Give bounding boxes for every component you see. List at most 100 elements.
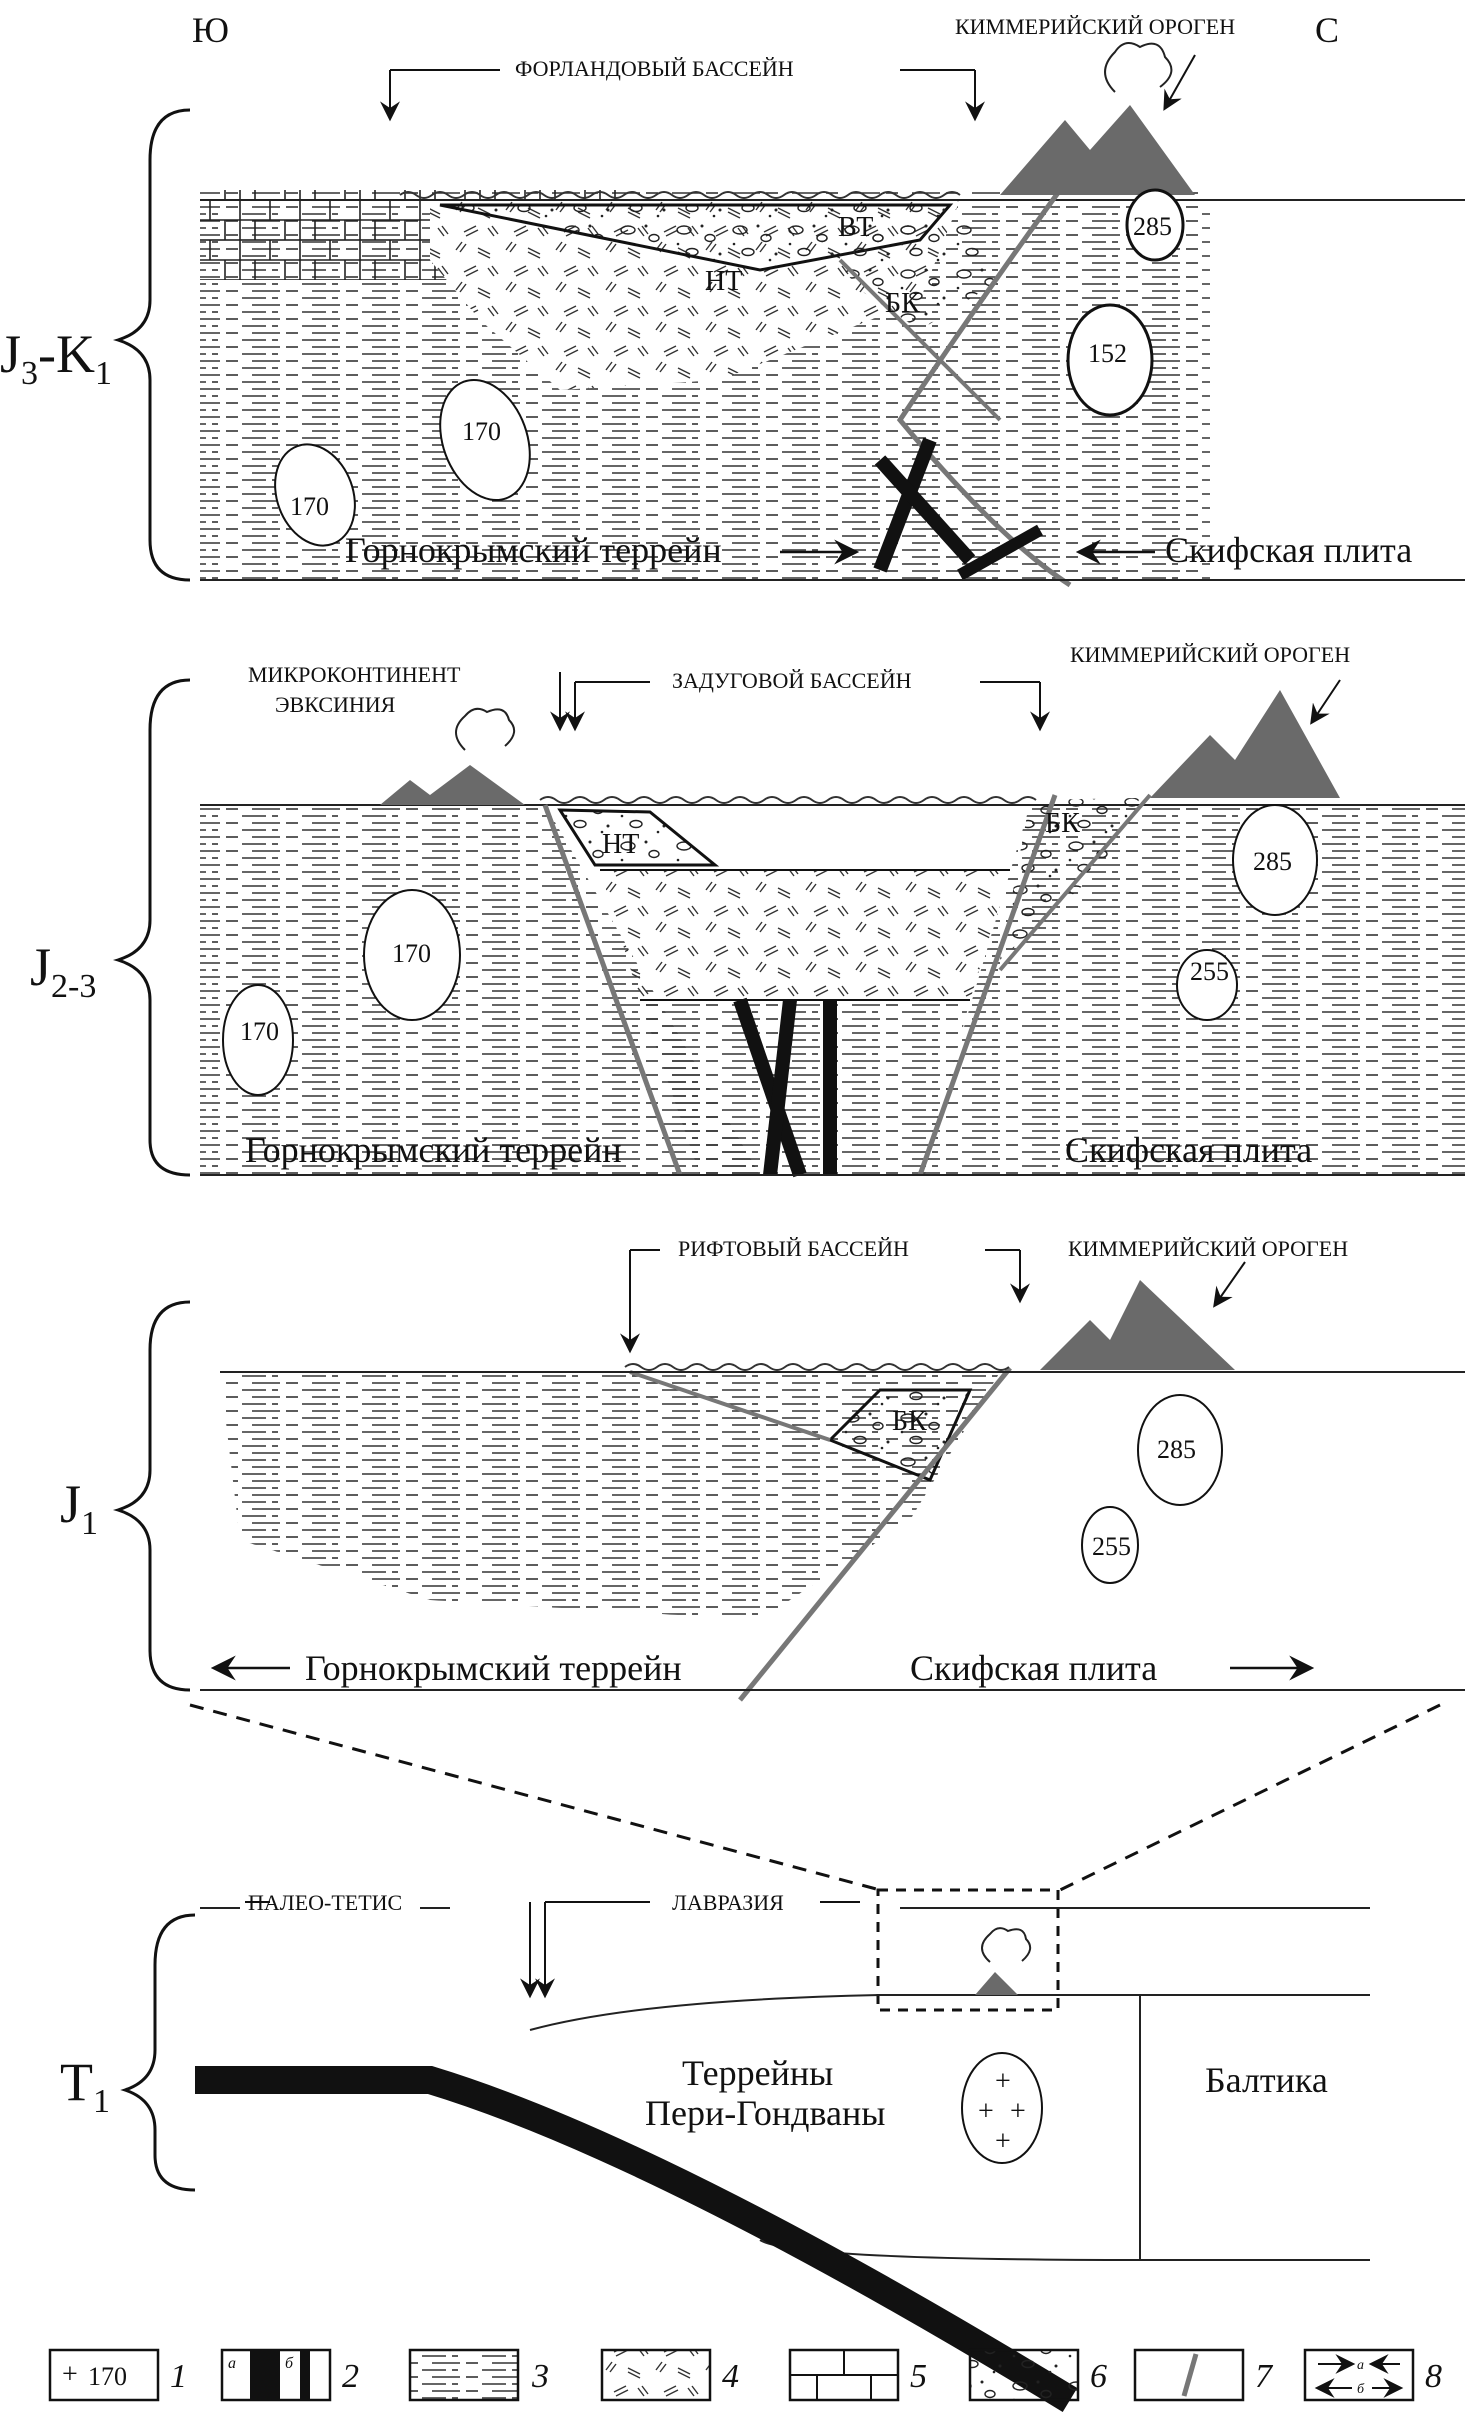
eruption-plume [981,1927,1032,1963]
fault-line [738,1366,1012,1702]
svg-text:б: б [1357,2382,1365,2397]
pluton [1066,303,1154,417]
legend-num-7: 7 [1255,2358,1274,2395]
shale-fill [220,1372,1000,1620]
legend-num-5: 5 [910,2358,927,2395]
arc-volcano [975,1972,1018,1995]
legend-num-4: 4 [722,2358,739,2395]
svg-text:+: + [1010,2096,1026,2127]
legend-num-1: 1 [170,2358,187,2395]
zoom-box [876,1888,1060,2012]
orogen-mountain [1040,1280,1235,1370]
pluton-age: 170 [462,417,501,446]
svg-text:+: + [62,2359,78,2390]
laurasia-upper-boundary [529,1994,1370,2031]
basal-conglomerate-fill [820,200,1000,330]
dyke [957,524,1043,581]
pluton-age: 255 [1190,957,1229,986]
fault-line [896,188,1072,588]
unconformity [624,1363,1010,1371]
orogen-header: КИММЕРИЙСКИЙ ОРОГЕН [1070,642,1350,667]
legend-num-6: 6 [1090,2358,1107,2395]
fault-line [542,804,683,1176]
svg-text:+: + [995,2066,1011,2097]
svg-text:+: + [978,2096,994,2127]
pluton [1081,1506,1139,1584]
compass-south: Ю [192,10,229,50]
legend-num-2: 2 [342,2358,359,2395]
svg-text:а: а [1357,2358,1364,2373]
pluton-age: 170 [392,939,431,968]
unconformity [399,191,961,199]
dyke [763,999,797,1176]
orogen-mountain [1150,690,1340,798]
brace [112,678,191,1177]
unit-label-bk: БК [885,288,920,319]
terrane-right: Скифская плита [1165,530,1412,570]
legend-swatch-6 [968,2348,1080,2402]
terrane-left: Горнокрымский террейн [345,530,722,570]
pluton-age: 285 [1157,1435,1196,1464]
legend-label-1: 170 [88,2362,127,2391]
unit-label-vt: ВТ [838,212,873,243]
age-label: J2-3 [30,937,96,1005]
terrane-right: Скифская плита [910,1648,1157,1688]
laurasia-header: ЛАВРАЗИЯ [672,1890,784,1915]
pluton-age: 170 [240,1017,279,1046]
paleotethys-header: ПАЛЕО-ТЕТИС [248,1890,402,1915]
panel-t1: T1 ПАЛЕО-ТЕТИС ЛАВРАЗИЯ Террейны Пери-Го… [60,1888,1370,2412]
zoom-line [1059,1703,1441,1892]
pluton [274,443,356,547]
unit-label-nt: НТ [602,829,639,860]
unit-label-bk: БК [892,1406,927,1437]
brace [112,108,191,582]
panel-j2-3: J2-3 НТ БК МИКРОКОНТИНЕНТ ЭВКСИНИЯ ЗАДУГ… [30,642,1465,1178]
dyke [873,437,937,573]
pluton [1232,804,1318,916]
panel-j1: J1 БК РИФТОВЫЙ БАССЕЙН КИММЕРИЙСКИЙ ОРОГ… [60,1236,1465,1702]
panel-j3-k1: J3-K1 ВТ НТ БК ФОРЛАНДОВЫЙ БАССЕЙН КИММЕ… [0,14,1465,588]
eruption-plume [1104,42,1173,93]
legend-num-8: 8 [1425,2358,1442,2395]
baltica-label: Балтика [1205,2060,1328,2100]
brace [120,1913,196,2192]
fault-line [629,1370,831,1442]
basin-header: ЗАДУГОВОЙ БАССЕЙН [672,668,912,693]
pluton [1176,949,1238,1021]
svg-text:а: а [228,2355,236,2372]
shale-fill [640,1000,970,1175]
orogen-header: КИММЕРИЙСКИЙ ОРОГЕН [1068,1236,1348,1261]
bk-wedge [1000,798,1140,960]
legend: + 170 1 а б 2 3 4 5 6 7 а б [48,2348,1442,2402]
orogen-header: КИММЕРИЙСКИЙ ОРОГЕН [955,14,1235,39]
terrane-right: Скифская плита [1065,1130,1312,1170]
brace [112,1300,191,1692]
legend-num-3: 3 [531,2358,549,2395]
subducting-slab [195,2066,1078,2412]
dyke [733,997,807,1178]
unconformity [539,796,1037,804]
fault-line [998,793,1152,972]
terrane-left: Горнокрымский террейн [245,1130,622,1170]
pluton-age: 152 [1088,339,1127,368]
pluton [961,2052,1043,2164]
legend-swatch-1 [48,2348,160,2402]
pluton [222,984,294,1096]
svg-text:+: + [995,2126,1011,2157]
svg-text:б: б [285,2355,294,2372]
orogen-mountain [1000,105,1195,195]
pluton-age: 285 [1133,212,1172,241]
basin-header: РИФТОВЫЙ БАССЕЙН [678,1236,909,1261]
legend-swatch-4 [600,2348,712,2402]
eruption-plume [455,707,516,751]
age-label: J1 [60,1474,98,1542]
fault-line [917,794,1058,1176]
pluton [439,378,531,502]
pluton [363,889,461,1021]
age-label: T1 [60,2052,110,2120]
pluton-age: 285 [1253,847,1292,876]
micro-header: МИКРОКОНТИНЕНТ [248,662,461,687]
legend-swatch-3 [408,2348,520,2402]
unit-label-nt: НТ [705,266,742,297]
